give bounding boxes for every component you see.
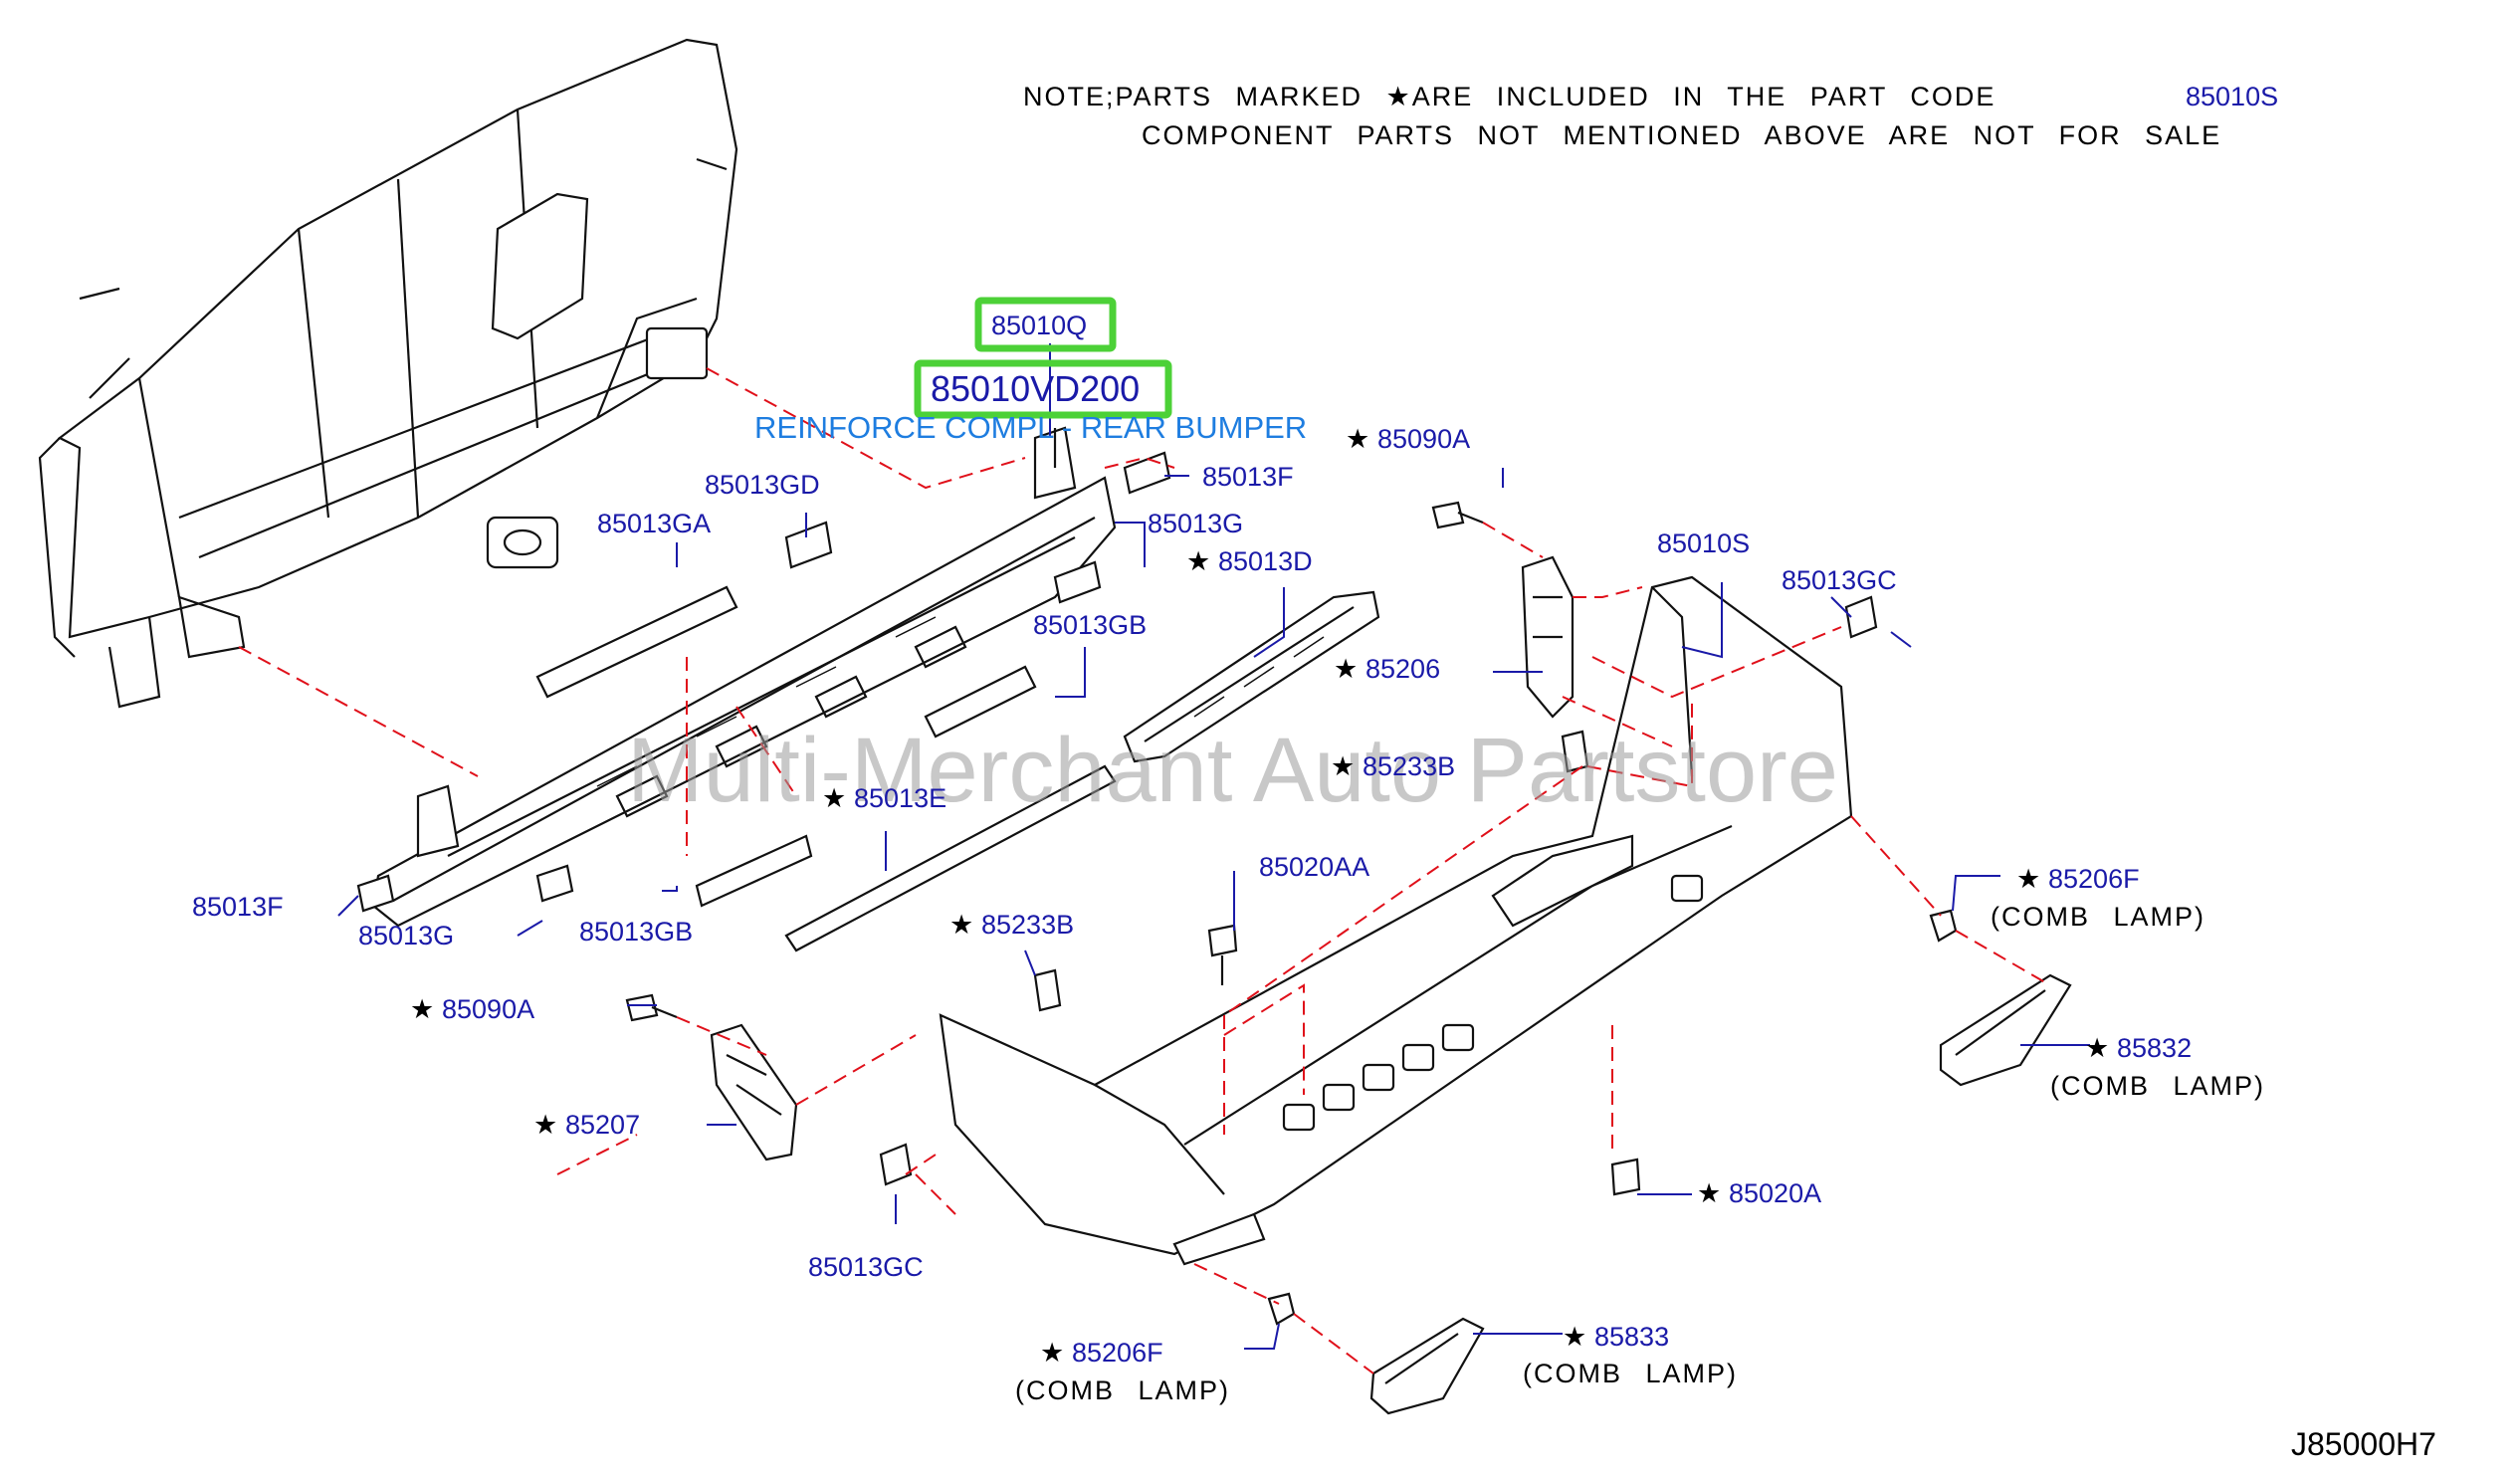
part-label-85013E[interactable]: 85013E [854, 783, 946, 813]
part-title: REINFORCE COMPL - REAR BUMPER [754, 410, 1307, 445]
part-label-85090A-top[interactable]: 85090A [1377, 424, 1470, 454]
star-icon: ★ [822, 783, 846, 813]
star-icon: ★ [949, 910, 973, 940]
comb-lamp-label-4: (COMB LAMP) [1015, 1375, 1230, 1405]
part-label-85013GB-mid[interactable]: 85013GB [1033, 610, 1147, 640]
part-label-85233B-mid[interactable]: 85233B [1363, 751, 1455, 781]
bracket-left-drawing [710, 1023, 798, 1161]
part-label-85013D[interactable]: 85013D [1218, 546, 1313, 576]
part-label-85206[interactable]: 85206 [1365, 654, 1440, 684]
comb-lamp-right-drawing [1939, 973, 2072, 1087]
highlight-box-85010Q [974, 297, 1117, 352]
comb-lamp-label-3: (COMB LAMP) [1523, 1359, 1738, 1388]
leader-lines [337, 343, 2090, 1350]
star-icon: ★ [1346, 424, 1369, 454]
bracket-right-drawing [1521, 555, 1575, 719]
star-icon: ★ [410, 994, 434, 1024]
part-label-85233B-low[interactable]: 85233B [981, 910, 1074, 940]
pads-drawing [356, 451, 1171, 913]
part-label-85833[interactable]: 85833 [1594, 1322, 1669, 1352]
highlight-box-85010VD200 [914, 359, 1172, 419]
fasteners-drawing [625, 501, 1958, 1326]
alignment-lines [238, 367, 2051, 1374]
part-label-85013GC-low[interactable]: 85013GC [808, 1252, 924, 1282]
part-label-85013G-top[interactable]: 85013G [1148, 509, 1243, 538]
part-label-85090A-left[interactable]: 85090A [442, 994, 534, 1024]
star-icon: ★ [1186, 546, 1210, 576]
part-label-85010Q[interactable]: 85010Q [991, 311, 1087, 340]
star-icon: ★ [1563, 1322, 1586, 1352]
retainer-upper-drawing [1123, 590, 1380, 763]
part-label-85013G-left[interactable]: 85013G [358, 921, 454, 950]
bumper-fascia-drawing [939, 575, 1853, 1266]
note-line-2: COMPONENT PARTS NOT MENTIONED ABOVE ARE … [1142, 120, 2221, 150]
part-label-85020AA[interactable]: 85020AA [1259, 852, 1369, 882]
part-label-85207[interactable]: 85207 [565, 1110, 640, 1140]
comb-lamp-left-drawing [1369, 1317, 1485, 1415]
part-label-85010S[interactable]: 85010S [1657, 528, 1750, 558]
comb-lamp-label-1: (COMB LAMP) [1991, 902, 2205, 932]
star-icon: ★ [1697, 1178, 1721, 1208]
part-label-85013GB-low[interactable]: 85013GB [579, 917, 693, 947]
vehicle-body-drawing [38, 38, 738, 709]
star-icon: ★ [533, 1110, 557, 1140]
note-part-code[interactable]: 85010S [2186, 82, 2278, 111]
part-label-85206F-low[interactable]: 85206F [1072, 1338, 1163, 1368]
part-label-85010VD200[interactable]: 85010VD200 [931, 368, 1140, 409]
part-label-85013F-left[interactable]: 85013F [192, 892, 284, 922]
part-label-85013F-top[interactable]: 85013F [1202, 462, 1294, 492]
star-icon: ★ [1331, 751, 1355, 781]
star-icon: ★ [1334, 654, 1358, 684]
reinforcement-bar-drawing [371, 426, 1117, 928]
part-label-85013GD[interactable]: 85013GD [705, 470, 820, 500]
part-label-85013GA[interactable]: 85013GA [597, 509, 711, 538]
part-label-85832[interactable]: 85832 [2117, 1033, 2192, 1063]
part-label-85013GC-top[interactable]: 85013GC [1782, 565, 1897, 595]
star-icon: ★ [2016, 864, 2040, 894]
note-line-1: NOTE;PARTS MARKED ★ARE INCLUDED IN THE P… [1023, 82, 1995, 111]
part-label-85206F-right[interactable]: 85206F [2048, 864, 2140, 894]
retainer-lower-drawing [784, 764, 1117, 952]
part-label-85020A[interactable]: 85020A [1729, 1178, 1821, 1208]
comb-lamp-label-2: (COMB LAMP) [2050, 1071, 2265, 1101]
star-icon: ★ [2085, 1033, 2109, 1063]
diagram-code: J85000H7 [2291, 1426, 2436, 1462]
star-icon: ★ [1040, 1338, 1064, 1368]
watermark: Multi-Merchant Auto Partstore [627, 720, 1838, 821]
